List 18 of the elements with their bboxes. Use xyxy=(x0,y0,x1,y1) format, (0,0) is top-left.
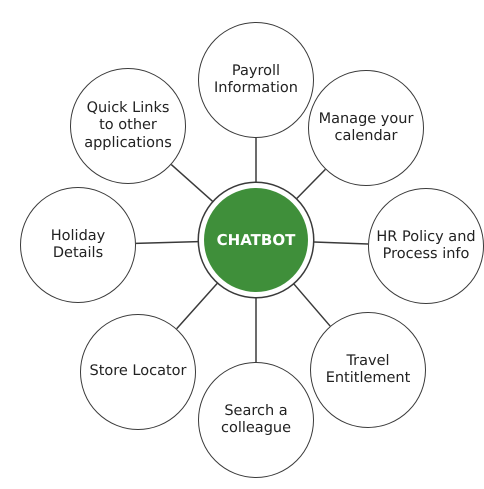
connector-line xyxy=(296,168,326,200)
topic-label: Holiday Details xyxy=(50,228,106,262)
connector-line xyxy=(293,283,331,327)
topic-label: HR Policy and Process info xyxy=(375,228,477,264)
connector-line xyxy=(314,241,368,245)
topic-label: Manage your calendar xyxy=(318,110,414,146)
connector-line xyxy=(255,298,257,362)
connector-line xyxy=(176,282,218,330)
topic-label: Quick Links to other applications xyxy=(83,100,173,152)
connector-line xyxy=(170,164,214,202)
connector-line xyxy=(255,138,257,182)
topic-label: Search a colleague xyxy=(220,402,292,438)
topic-label: Store Locator xyxy=(88,363,188,381)
hub-label: CHATBOT xyxy=(216,231,296,249)
hub-circle xyxy=(204,188,308,292)
topic-label: Travel Entitlement xyxy=(324,352,412,388)
topic-label: Payroll Information xyxy=(213,62,299,98)
connector-line xyxy=(136,240,198,244)
